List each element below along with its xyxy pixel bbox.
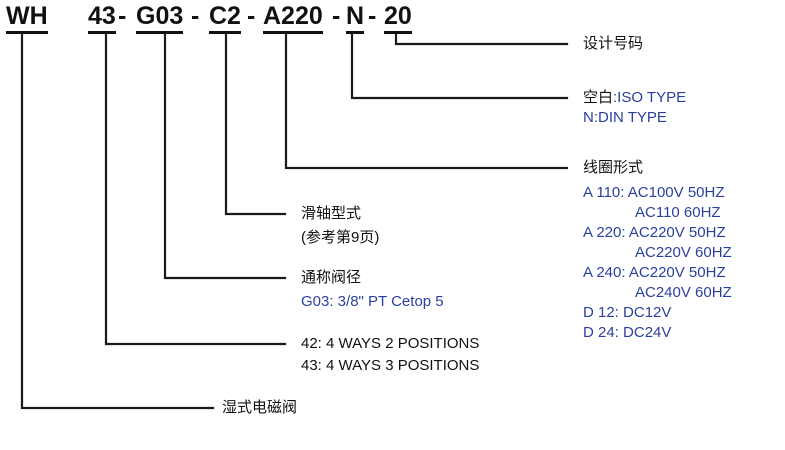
coil-value-d24: DC24V [623,324,672,341]
coil-code-a240: A 240: [583,264,626,281]
coil-value-d12: DC12V [623,304,672,321]
model-code-row: WH 43 - G03 - C2 - A220 - N - 20 [0,0,785,34]
mounting-blank-key: 空白 [583,89,614,106]
coil-cont-a240: AC240V 60HZ [635,284,732,301]
annotation-valve-size-value: G03: 3/8" PT Cetop 5 [301,293,444,310]
coil-code-a110: A 110: [583,184,625,201]
code-segment-coil-type: A220 [263,2,323,34]
coil-item-a110-cont: AC110 60HZ [583,203,732,223]
coil-item-d12: D 12: DC12V [583,303,732,323]
coil-item-d24: D 24: DC24V [583,323,732,343]
coil-item-a220-cont: AC220V 60HZ [583,243,732,263]
coil-code-d24: D 24: [583,324,619,341]
annotation-coil-list: A 110: AC100V 50HZ AC110 60HZ A 220: AC2… [583,183,732,343]
leader-design-number [394,32,569,46]
coil-code-a220: A 220: [583,224,626,241]
code-separator-4: - [332,2,341,30]
code-segment-ways-positions: 43 [88,2,116,34]
annotation-ways-line1: 42: 4 WAYS 2 POSITIONS [301,335,480,352]
mounting-din-value: N:DIN TYPE [583,109,667,126]
code-segment-design-number: 20 [384,2,412,34]
code-separator-5: - [368,2,377,30]
leader-mounting [350,32,569,100]
leader-spool [224,32,287,216]
coil-item-a110: A 110: AC100V 50HZ [583,183,732,203]
code-segment-spool-type: C2 [209,2,241,34]
annotation-valve-size-heading: 通称阀径 [301,269,362,286]
annotation-ways-line2: 43: 4 WAYS 3 POSITIONS [301,357,480,374]
coil-code-d12: D 12: [583,304,619,321]
leader-valve-size [163,32,287,280]
annotation-spool-heading: 滑轴型式 [301,205,362,222]
annotation-mounting-type: 空白:ISO TYPE N:DIN TYPE [583,88,686,128]
coil-cont-a220: AC220V 60HZ [635,244,732,261]
annotation-spool-note: (参考第9页) [301,229,380,246]
coil-value-a220: AC220V 50HZ [628,224,726,241]
leader-series [20,32,215,410]
leader-coil [284,32,569,170]
annotation-coil-heading: 线圈形式 [583,159,644,176]
coil-value-a110: AC100V 50HZ [627,184,725,201]
coil-item-a240: A 240: AC220V 50HZ [583,263,732,283]
coil-cont-a110: AC110 60HZ [635,204,721,221]
coil-value-a240: AC220V 50HZ [628,264,726,281]
code-segment-mounting-type: N [346,2,365,34]
code-segment-series: WH [6,2,48,34]
coil-item-a220: A 220: AC220V 50HZ [583,223,732,243]
code-segment-valve-size: G03 [136,2,184,34]
code-separator-1: - [118,2,127,30]
coil-item-a240-cont: AC240V 60HZ [583,283,732,303]
annotation-design-number: 设计号码 [583,35,644,52]
code-separator-3: - [247,2,256,30]
leader-ways [104,32,287,346]
annotation-series-label: 湿式电磁阀 [222,399,298,416]
code-separator-2: - [191,2,200,30]
mounting-blank-value: :ISO TYPE [613,89,687,106]
